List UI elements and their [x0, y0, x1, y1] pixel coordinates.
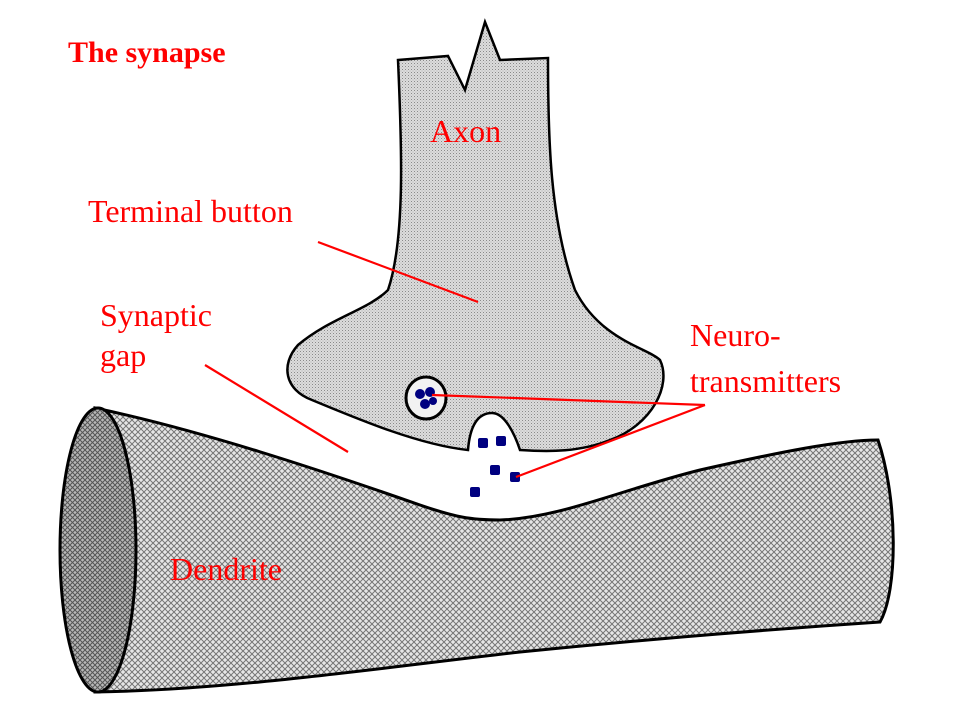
label-axon: Axon	[430, 113, 501, 149]
label-synaptic-gap-line1: Synaptic	[100, 297, 212, 333]
released-neurotransmitters	[470, 436, 520, 497]
neurotransmitter-dot	[510, 472, 520, 482]
label-neuro-line2: transmitters	[690, 363, 841, 399]
vesicle	[404, 375, 448, 421]
neurotransmitter-dot	[478, 438, 488, 448]
label-dendrite: Dendrite	[170, 551, 282, 587]
neurotransmitter-dot	[470, 487, 480, 497]
neuro-pointer-vesicle	[431, 393, 706, 407]
synaptic-gap-pointer	[204, 364, 349, 453]
label-terminal-button: Terminal button	[88, 193, 293, 229]
neurotransmitter-dot	[496, 436, 506, 446]
neurotransmitter-dot	[490, 465, 500, 475]
terminal-button-pointer	[317, 240, 479, 304]
label-synaptic-gap-line2: gap	[100, 337, 146, 373]
dendrite-body	[93, 406, 895, 694]
neuro-pointer-gap	[515, 403, 706, 479]
axon-terminal	[286, 18, 665, 453]
dendrite-end	[58, 406, 138, 694]
pointer-lines	[204, 240, 706, 479]
diagram-title: The synapse	[68, 36, 226, 69]
label-neuro-line1: Neuro-	[690, 317, 781, 353]
